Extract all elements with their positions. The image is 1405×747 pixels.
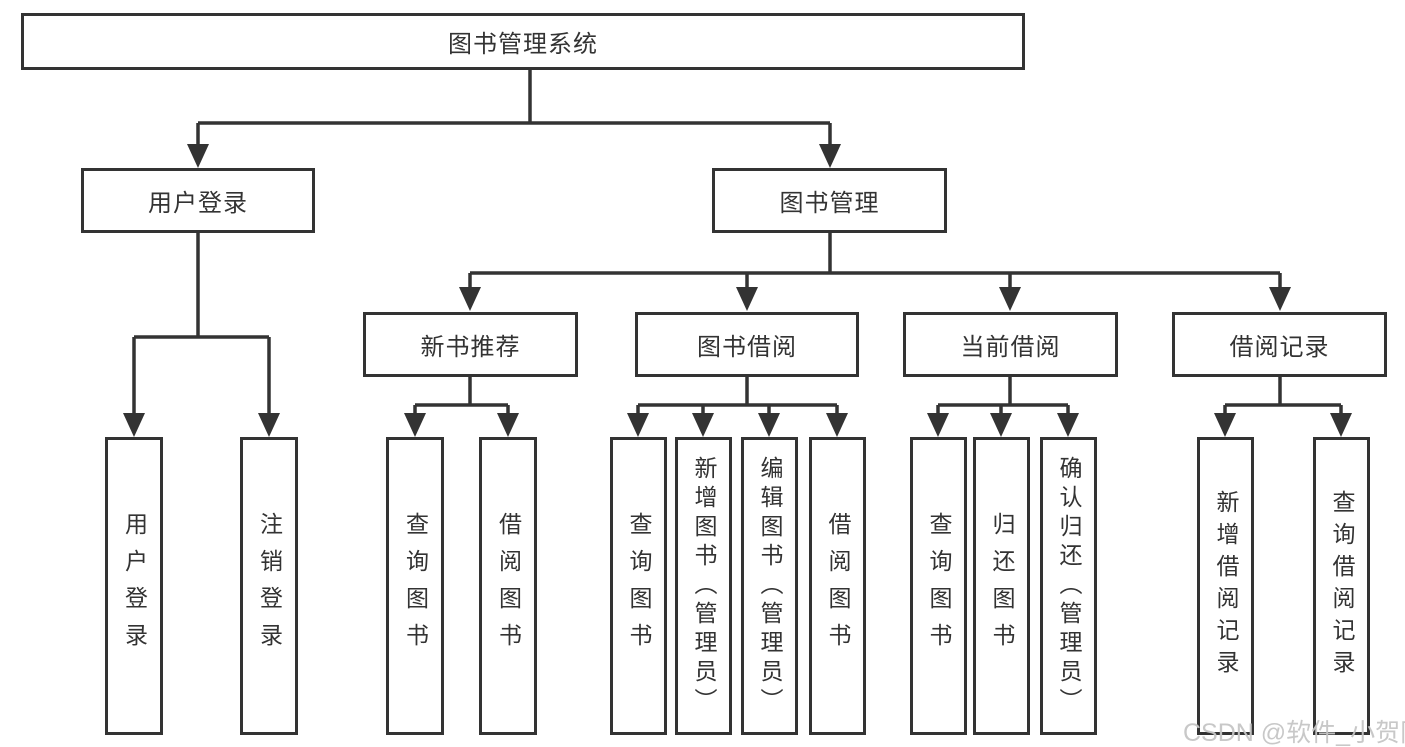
- csdn-watermark: CSDN @软件_小贺同学: [1183, 719, 1405, 747]
- leaf-logout-label: 注销登录: [256, 512, 283, 660]
- leaf-user-login: 用户登录: [105, 437, 163, 735]
- leaf-current-query-books: 查询图书: [910, 437, 967, 735]
- leaf-return-books-label: 归还图书: [989, 512, 1015, 660]
- node-book-management-label: 图书管理: [779, 190, 880, 217]
- leaf-borrow-books: 借阅图书: [809, 437, 866, 735]
- node-current-borrow-label: 当前借阅: [960, 334, 1061, 361]
- leaf-borrow-query-books-label: 查询图书: [626, 512, 652, 660]
- leaf-borrow-query-books: 查询图书: [610, 437, 667, 735]
- node-borrow-records: 借阅记录: [1172, 312, 1387, 377]
- node-root: 图书管理系统: [21, 13, 1025, 70]
- leaf-add-borrow-record: 新增借阅记录: [1197, 437, 1254, 735]
- connector-lines: [132, 70, 1343, 415]
- node-book-borrow-label: 图书借阅: [697, 334, 797, 361]
- leaf-add-books-admin-label: 新增图书（管理员）: [691, 455, 717, 717]
- leaf-return-books: 归还图书: [973, 437, 1030, 735]
- leaf-add-borrow-record-label: 新增借阅记录: [1213, 490, 1239, 682]
- leaf-user-login-label: 用户登录: [121, 512, 148, 660]
- leaf-query-borrow-record-label: 查询借阅记录: [1329, 490, 1355, 682]
- node-root-label: 图书管理系统: [448, 31, 598, 58]
- leaf-current-query-books-label: 查询图书: [926, 512, 952, 660]
- node-book-management: 图书管理: [712, 168, 947, 233]
- leaf-query-borrow-record: 查询借阅记录: [1313, 437, 1370, 735]
- leaf-logout: 注销登录: [240, 437, 298, 735]
- leaf-confirm-return-admin-label: 确认归还（管理员）: [1056, 455, 1082, 717]
- leaf-borrow-books-label: 借阅图书: [825, 512, 851, 660]
- leaf-recommend-borrow-books-label: 借阅图书: [495, 512, 522, 660]
- leaf-recommend-query-books-label: 查询图书: [402, 512, 429, 660]
- node-book-borrow: 图书借阅: [635, 312, 859, 377]
- node-new-book-recommend: 新书推荐: [363, 312, 578, 377]
- leaf-confirm-return-admin: 确认归还（管理员）: [1040, 437, 1097, 735]
- arrowheads: [123, 144, 1352, 437]
- node-borrow-records-label: 借阅记录: [1229, 334, 1330, 361]
- node-user-login-label: 用户登录: [148, 190, 248, 217]
- node-user-login: 用户登录: [81, 168, 315, 233]
- leaf-add-books-admin: 新增图书（管理员）: [675, 437, 732, 735]
- leaf-recommend-borrow-books: 借阅图书: [479, 437, 537, 735]
- leaf-recommend-query-books: 查询图书: [386, 437, 444, 735]
- node-new-book-recommend-label: 新书推荐: [420, 334, 521, 361]
- leaf-edit-books-admin: 编辑图书（管理员）: [741, 437, 798, 735]
- node-current-borrow: 当前借阅: [903, 312, 1118, 377]
- leaf-edit-books-admin-label: 编辑图书（管理员）: [757, 455, 783, 717]
